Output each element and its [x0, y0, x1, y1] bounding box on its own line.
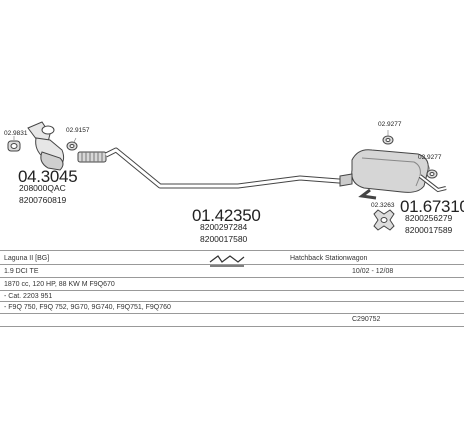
clamp-right-top [382, 135, 394, 145]
mid-part-code[interactable]: 01.42350 [192, 206, 261, 225]
clamp-label-2: 02.9157 [66, 127, 90, 134]
table-divider [0, 264, 464, 265]
catalytic-converter [27, 121, 65, 171]
rear-part-code[interactable]: 01.67310 [400, 197, 464, 216]
rear-silencer [339, 149, 447, 200]
clamp-right-side [426, 169, 438, 179]
clamp-label-4: 02.9277 [418, 154, 442, 161]
clamp-label-1: 02.9831 [4, 130, 28, 137]
rear-ref-1: 8200256279 [405, 213, 453, 223]
table-divider [0, 250, 464, 251]
clamp-mid-left [66, 141, 78, 151]
clamp-right-lower [373, 209, 395, 231]
table-divider [0, 301, 464, 302]
vehicle-dates: 10/02 - 12/08 [352, 268, 394, 275]
diagram-reference: C290752 [352, 316, 381, 323]
vehicle-spec-1: 1870 cc, 120 HP, 88 KW M F9Q670 [4, 281, 115, 288]
table-divider [0, 326, 464, 327]
table-divider [0, 277, 464, 278]
cat-ref-1: 208000QAC [19, 183, 66, 193]
leader-lines [13, 130, 431, 171]
vehicle-spec-3: - F9Q 750, F9Q 752, 9G70, 9G740, F9Q751,… [4, 304, 171, 311]
clamp-label-5: 02.3263 [371, 202, 395, 209]
brand-logo [209, 255, 245, 267]
clamp-left [7, 140, 21, 152]
mid-ref-1: 8200297284 [200, 222, 248, 232]
cat-part-code[interactable]: 04.3045 [18, 167, 78, 186]
rear-ref-2: 8200017589 [405, 225, 453, 235]
mid-ref-2: 8200017580 [200, 234, 248, 244]
vehicle-engine: 1.9 DCI TE [4, 268, 39, 275]
vehicle-spec-2: - Cat. 2203 951 [4, 293, 53, 300]
vehicle-body: Hatchback Stationwagon [290, 255, 368, 262]
clamp-label-3: 02.9277 [378, 121, 402, 128]
flex-pipe [77, 151, 107, 163]
cat-ref-2: 8200760819 [19, 195, 67, 205]
vehicle-model: Laguna II [BG] [4, 255, 50, 262]
table-divider [0, 313, 464, 314]
table-divider [0, 290, 464, 291]
